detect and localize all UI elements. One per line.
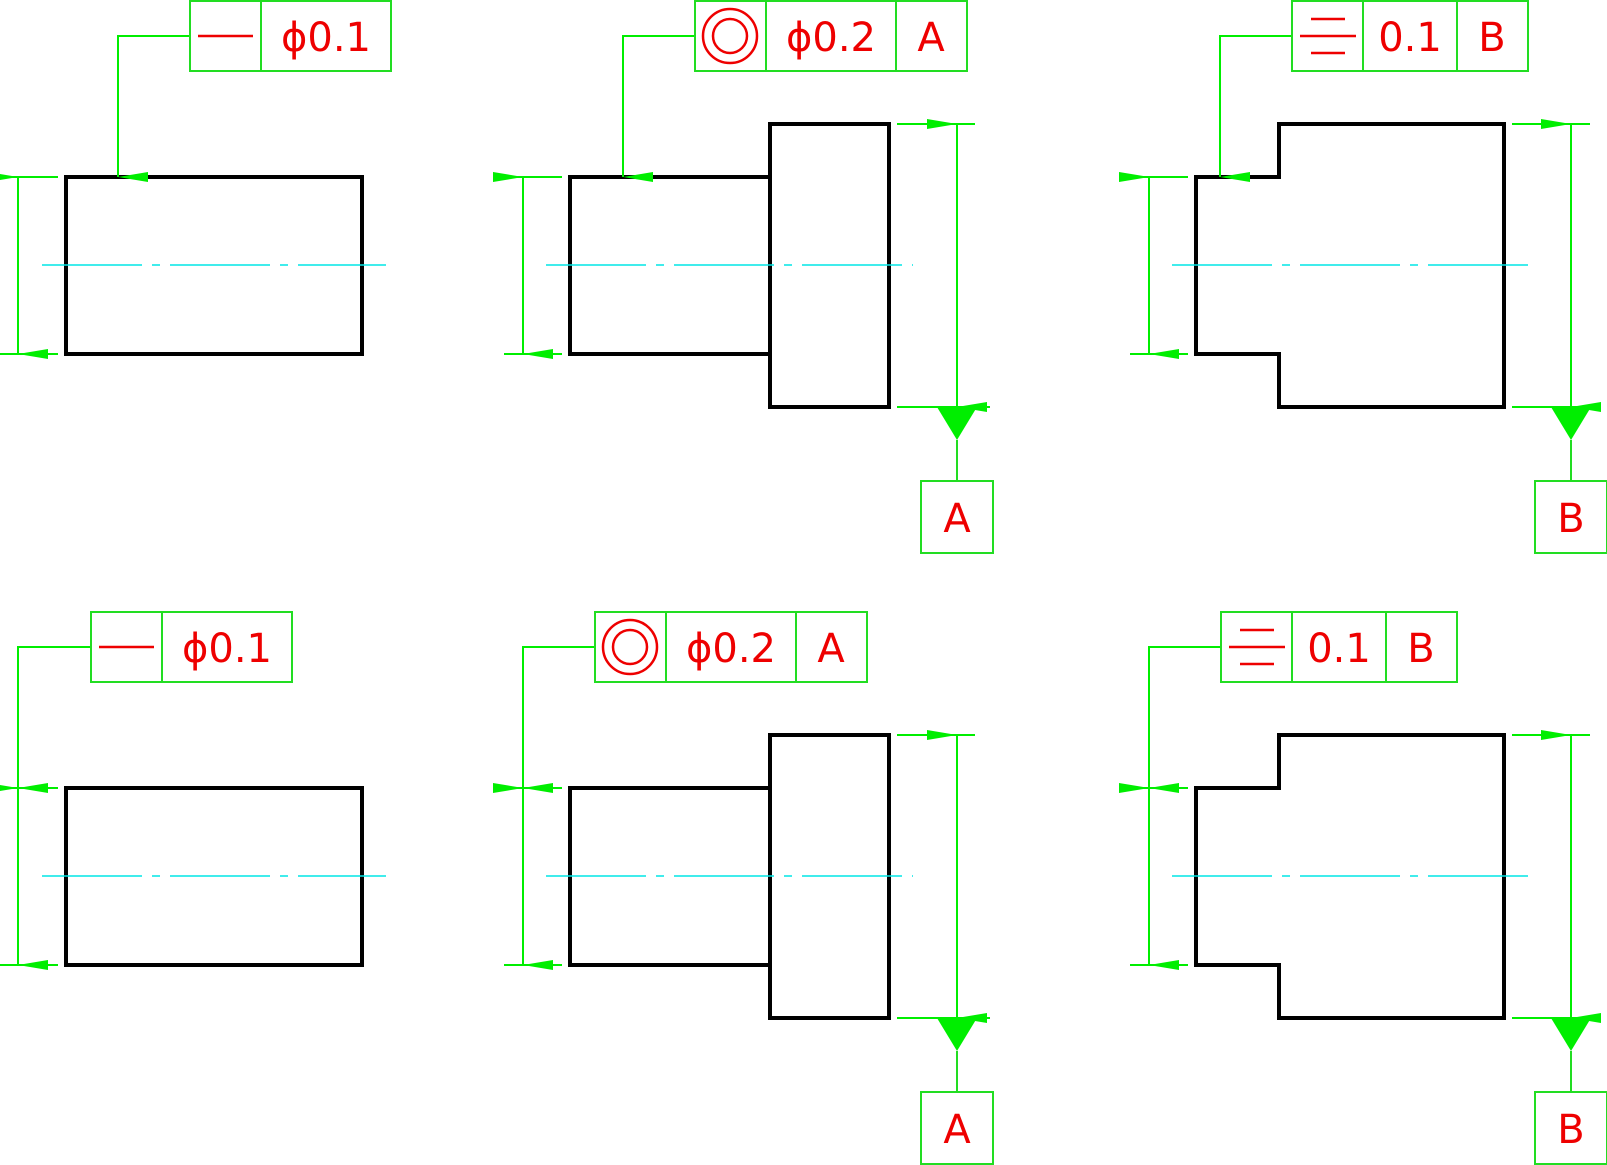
view-plain-cylinder: ϕ0.1	[0, 0, 392, 359]
datum-triangle	[1551, 1018, 1591, 1051]
shaft-outline	[568, 122, 891, 409]
datum-triangle	[937, 407, 977, 440]
frame-cell	[795, 611, 868, 683]
datum-reference: A	[917, 15, 945, 61]
frame-cell	[694, 0, 767, 72]
tolerance-value: 0.1	[1307, 626, 1371, 672]
feature-control-frame: ϕ0.2 A	[694, 0, 968, 72]
feature-control-frame: ϕ0.2 A	[594, 611, 868, 683]
frame-cell	[161, 611, 293, 683]
frame-cell	[594, 611, 667, 683]
datum-label: A	[943, 496, 971, 542]
symmetry-symbol	[1300, 17, 1356, 55]
datum-reference: B	[1407, 626, 1434, 672]
row-2: ϕ0.1 A	[0, 611, 1607, 1165]
leader-line	[117, 35, 190, 182]
datum-box	[920, 1091, 994, 1165]
symmetry-symbol	[1229, 628, 1285, 666]
feature-control-frame: ϕ0.1	[189, 0, 392, 72]
leader-line	[622, 35, 695, 182]
tolerance-value: 0.1	[1378, 15, 1442, 61]
block-outline	[1194, 733, 1506, 1020]
datum-box	[1534, 1091, 1607, 1165]
datum-label: B	[1557, 496, 1584, 542]
leader-line	[522, 646, 595, 793]
datum-reference: B	[1478, 15, 1505, 61]
datum-label: A	[943, 1107, 971, 1153]
leader-line	[1148, 646, 1221, 793]
datum-triangle	[937, 1018, 977, 1051]
concentricity-symbol	[601, 618, 659, 676]
tolerance-value: ϕ0.1	[182, 626, 272, 672]
feature-control-frame: 0.1 B	[1220, 611, 1458, 683]
frame-cell	[260, 0, 392, 72]
block-outline	[1194, 122, 1506, 409]
tolerance-value: ϕ0.2	[786, 15, 876, 61]
view-stepped-shaft: A ϕ0.2 A	[493, 0, 994, 554]
frame-cell	[1385, 611, 1458, 683]
tolerance-value: ϕ0.1	[281, 15, 371, 61]
datum-box	[920, 480, 994, 554]
view-plain-cylinder: ϕ0.1	[0, 611, 386, 970]
frame-cell	[895, 0, 968, 72]
frame-cell	[1456, 0, 1529, 72]
tolerance-value: ϕ0.2	[686, 626, 776, 672]
datum-box	[1534, 480, 1607, 554]
datum-reference: A	[817, 626, 845, 672]
view-stepped-shaft: A ϕ0.2 A	[493, 611, 994, 1165]
row-1: ϕ0.1 A	[0, 0, 1607, 554]
leader-line	[1219, 35, 1292, 182]
feature-control-frame: ϕ0.1	[90, 611, 293, 683]
datum-label: B	[1557, 1107, 1584, 1153]
feature-control-frame: 0.1 B	[1291, 0, 1529, 72]
shaft-outline	[568, 733, 891, 1020]
view-stepped-block: B 0.1 B	[1119, 0, 1607, 554]
concentricity-symbol	[701, 7, 759, 65]
leader-line	[17, 646, 91, 793]
datum-triangle	[1551, 407, 1591, 440]
view-stepped-block: B 0.1 B	[1119, 611, 1607, 1165]
